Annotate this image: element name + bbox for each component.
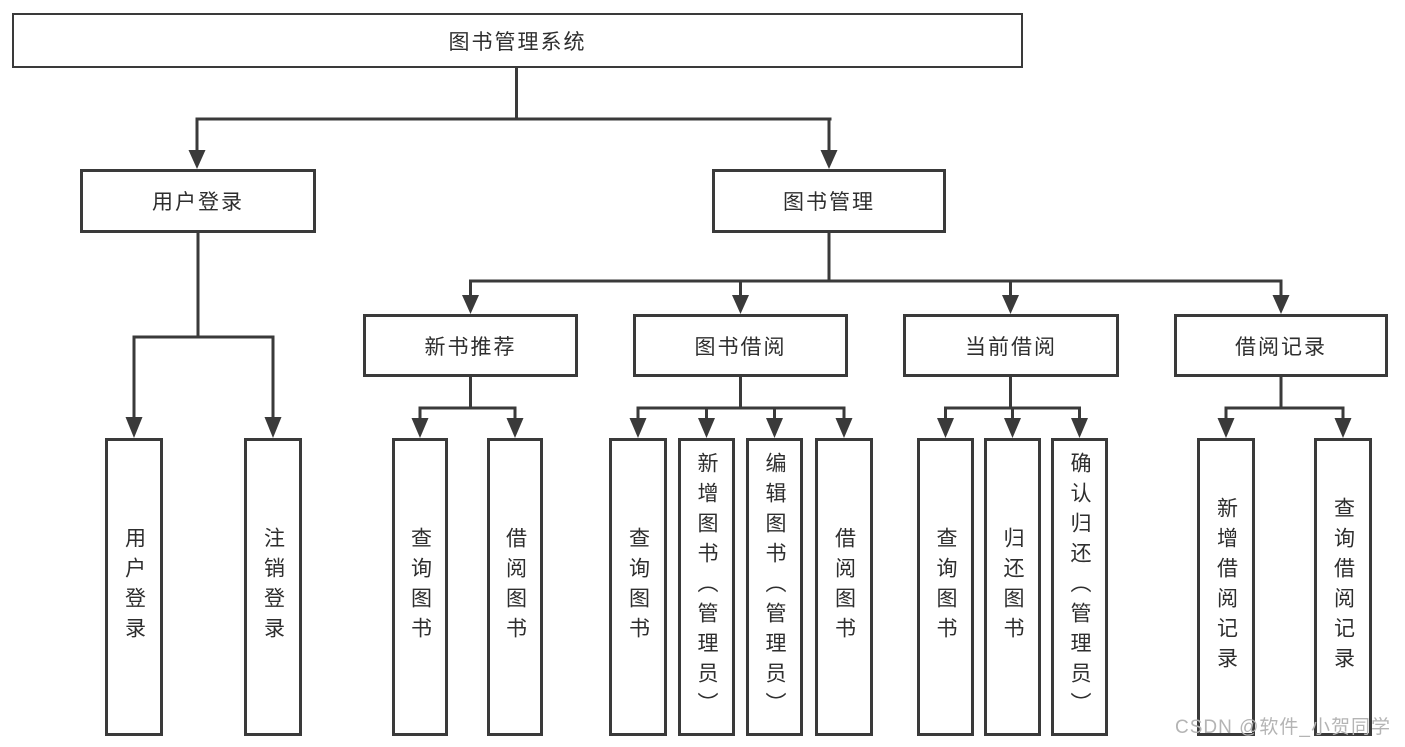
node-borrow-records-label: 借阅记录 <box>1235 335 1327 359</box>
node-current-borrow-label: 当前借阅 <box>965 335 1057 359</box>
node-borrow-add-books-admin: 新增图书（管理员） <box>678 438 735 736</box>
node-user-login-action: 用户登录 <box>105 438 163 736</box>
node-borrow-borrow-books: 借阅图书 <box>815 438 873 736</box>
node-new-book-recommend: 新书推荐 <box>363 314 578 377</box>
node-borrow-records: 借阅记录 <box>1174 314 1388 377</box>
node-root: 图书管理系统 <box>12 13 1023 68</box>
node-new-book-recommend-label: 新书推荐 <box>424 335 517 359</box>
node-current-borrow: 当前借阅 <box>903 314 1119 377</box>
node-records-add-record: 新增借阅记录 <box>1197 438 1255 736</box>
node-current-confirm-return-admin: 确认归还（管理员） <box>1051 438 1108 736</box>
node-borrow-query-books: 查询图书 <box>609 438 667 736</box>
node-book-borrow-label: 图书借阅 <box>694 335 787 359</box>
node-user-login: 用户登录 <box>80 169 316 233</box>
node-book-management-label: 图书管理 <box>783 191 875 214</box>
node-current-return-books: 归还图书 <box>984 438 1041 736</box>
node-recommend-borrow-books: 借阅图书 <box>487 438 543 736</box>
node-user-login-label: 用户登录 <box>152 191 244 214</box>
node-book-borrow: 图书借阅 <box>633 314 848 377</box>
node-records-query-record: 查询借阅记录 <box>1314 438 1372 736</box>
node-recommend-query-books: 查询图书 <box>392 438 448 736</box>
node-current-query-books: 查询图书 <box>917 438 974 736</box>
node-root-label: 图书管理系统 <box>448 30 587 54</box>
node-borrow-edit-books-admin: 编辑图书（管理员） <box>746 438 803 736</box>
node-book-management: 图书管理 <box>712 169 946 233</box>
node-logout-action: 注销登录 <box>244 438 302 736</box>
